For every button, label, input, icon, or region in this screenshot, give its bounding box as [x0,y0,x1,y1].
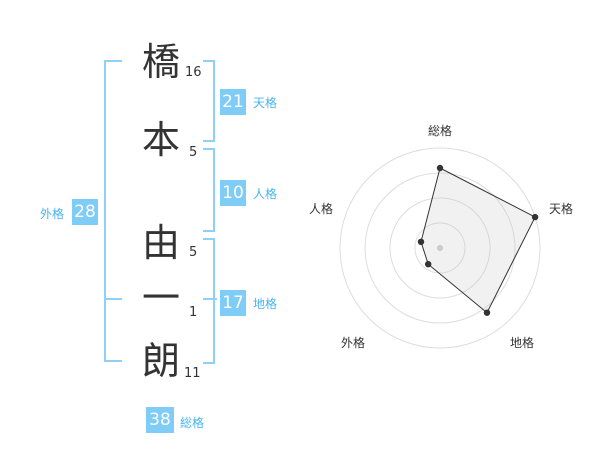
gaikaku-value: 28 [72,199,98,225]
tenkaku-value: 21 [220,89,246,115]
radar-ring [339,147,541,349]
chikaku-bracket [203,238,215,364]
gaikaku-divider [104,298,122,300]
jinkaku-value: 10 [220,180,246,206]
name-char-1: 橋 [141,40,180,84]
jinkaku-bracket [203,148,215,232]
chikaku-value: 17 [220,290,246,316]
radar-point-4 [425,261,432,268]
jinkaku-label: 人格 [253,187,278,201]
radar-label-jinkaku: 人格 [309,202,334,216]
gaikaku-label: 外格 [40,207,65,221]
name-char-3: 由 [141,221,180,265]
stroke-count-1: 16 [185,65,202,80]
stroke-count-5: 11 [184,366,201,381]
radar-center [437,245,443,251]
tenkaku-label: 天格 [253,96,278,110]
radar-point-5 [417,238,425,245]
stroke-count-2: 5 [189,145,198,160]
tenkaku-bracket [203,60,215,142]
soukaku-label: 総格 [180,416,205,430]
radar-ring [414,222,466,274]
chikaku-label: 地格 [253,297,278,311]
stroke-count-4: 1 [189,305,198,320]
radar-point-2 [531,213,539,221]
radar-label-soukaku: 総格 [428,124,453,138]
name-char-2: 本 [141,118,180,162]
radar-point-1 [436,164,444,172]
radar-label-tenkaku: 天格 [549,202,574,216]
soukaku-value: 38 [146,407,174,433]
radar-series-polygon [420,167,536,314]
radar-label-chikaku: 地格 [510,336,535,350]
name-char-4: 一 [141,276,180,320]
radar-ring [389,197,491,299]
radar-ring [364,172,516,324]
radar-point-3 [483,309,491,316]
gaikaku-bracket [104,60,122,362]
radar-label-gaikaku: 外格 [341,336,366,350]
name-char-5: 朗 [141,339,180,383]
stroke-count-3: 5 [189,245,198,260]
chikaku-connector [203,298,217,300]
